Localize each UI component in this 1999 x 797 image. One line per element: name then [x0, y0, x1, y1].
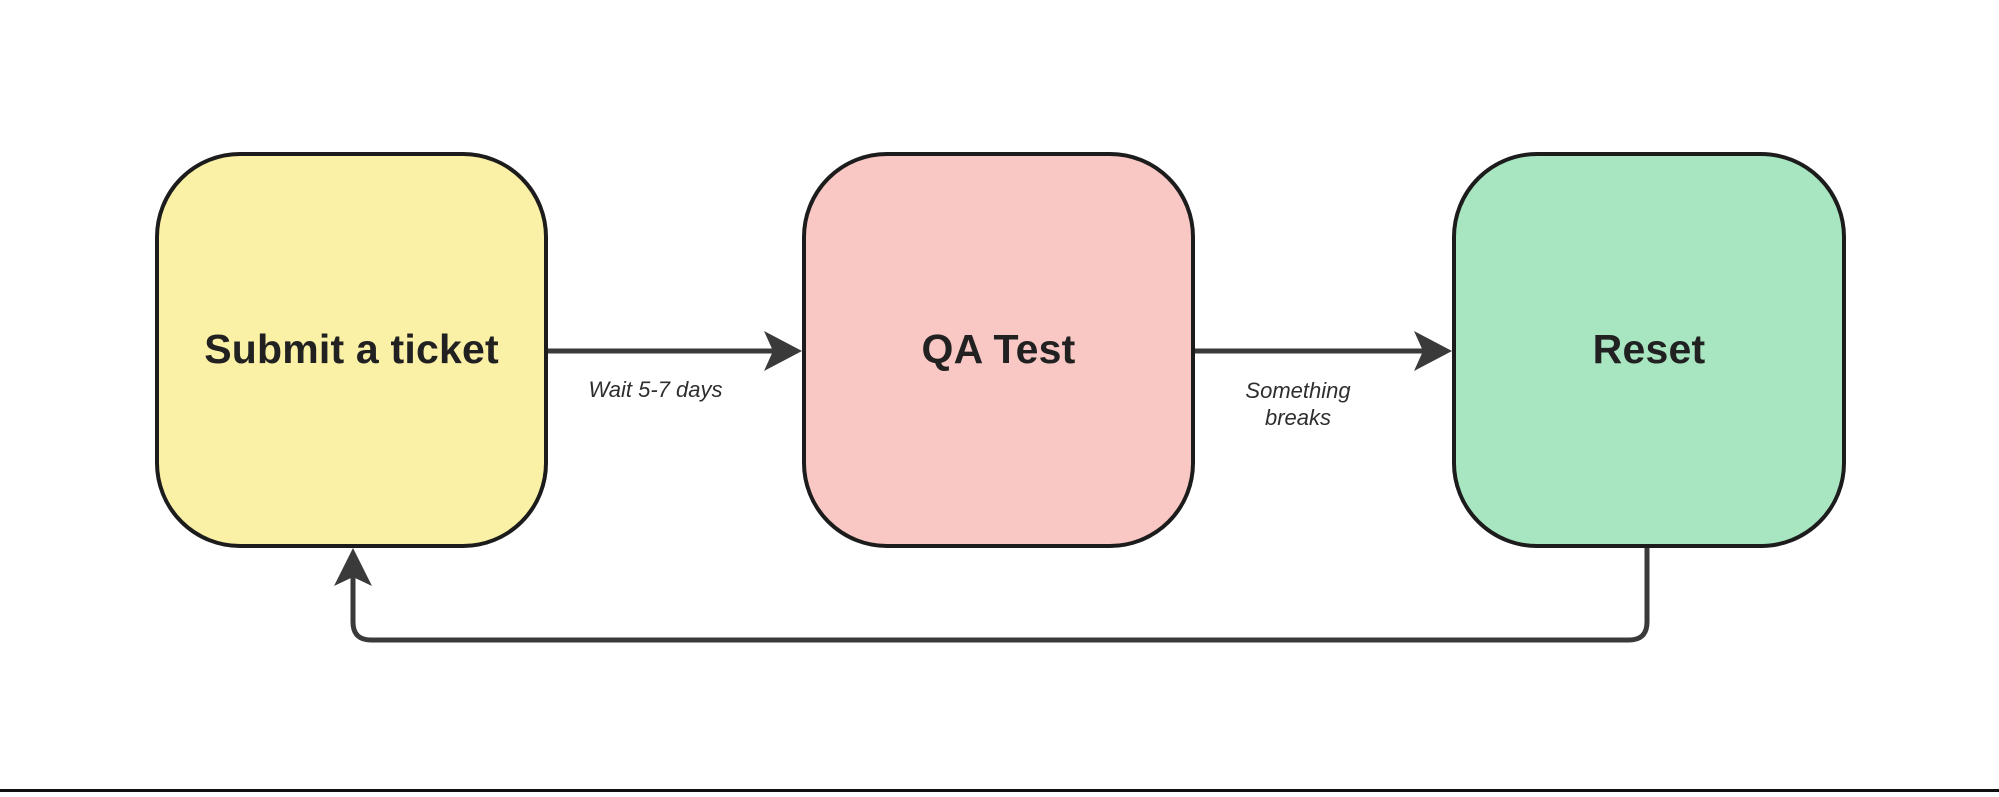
connector-reset-to-submit	[334, 545, 1650, 643]
connector-line	[350, 545, 1650, 643]
connector-submit-to-qa	[545, 331, 802, 371]
edge-label-wait-5-7-days: Wait 5-7 days	[588, 377, 723, 402]
node-reset[interactable]: Reset	[1452, 152, 1846, 548]
window-bottom-border	[0, 789, 1999, 792]
node-label: QA Test	[921, 326, 1076, 373]
node-label: Reset	[1592, 326, 1706, 373]
arrowhead-right-icon	[1414, 331, 1452, 371]
connector-qa-to-reset	[1192, 331, 1452, 371]
arrowhead-right-icon	[764, 331, 802, 371]
arrowhead-up-icon	[334, 548, 372, 586]
node-qa-test[interactable]: QA Test	[802, 152, 1195, 548]
node-submit-a-ticket[interactable]: Submit a ticket	[155, 152, 548, 548]
node-label: Submit a ticket	[204, 326, 499, 373]
edge-label-something-breaks: Something breaks	[1245, 378, 1351, 430]
